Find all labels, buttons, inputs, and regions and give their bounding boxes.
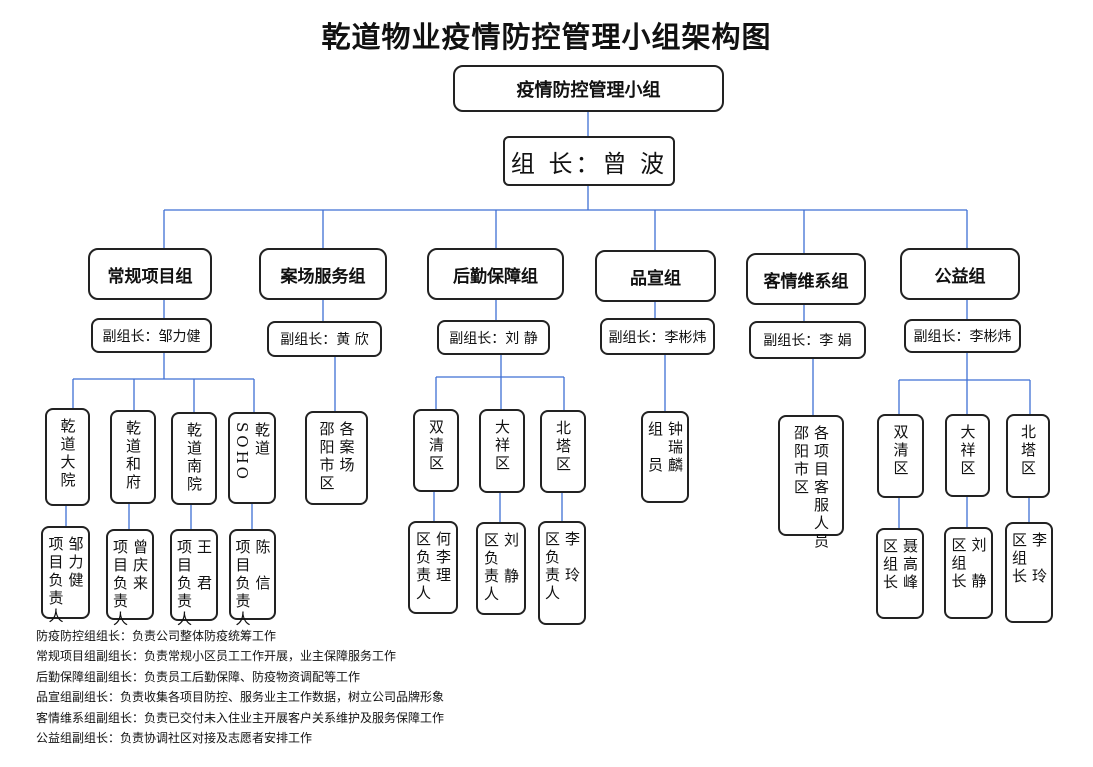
unit-name: 双清区 (427, 419, 445, 473)
unit-name: 乾道和府 (124, 420, 142, 492)
person-text: 何李理 区负责人 (414, 531, 452, 603)
deputy-sales-service: 副组长：黄 欣 (267, 321, 382, 357)
person-chen-xin: 陈 信 项目负责人 (229, 529, 276, 629)
person-zeng-qinglai: 曾庆来 项目负责人 (106, 529, 154, 629)
group-logistics: 后勤保障组 (427, 248, 564, 300)
unit-name: 乾道南院 (185, 422, 203, 494)
unit-name: 大祥区 (493, 419, 511, 473)
group-public-welfare: 公益组 (900, 248, 1020, 300)
unit-name: 双清区 (891, 424, 910, 478)
group-customer-relations: 客情维系组 (746, 253, 866, 305)
duty-line: 客情维系组副组长：负责已交付未入住业主开展客户关系维护及服务保障工作 (36, 710, 445, 725)
duty-line: 品宣组副组长：负责收集各项目防控、服务业主工作数据，树立公司品牌形象 (36, 690, 445, 705)
person-text: 李 玲 区组长 (1010, 532, 1048, 586)
branding-member: 钟瑞麟 组 员 (641, 411, 689, 503)
group-sales-service: 案场服务组 (259, 248, 387, 300)
unit-qiandao-dayuan: 乾道大院 (45, 408, 90, 506)
unit-shuangqing-welfare: 双清区 (877, 414, 924, 498)
customer-service-staff: 各项目客服人员 邵阳市区 (778, 415, 844, 551)
person-text: 各项目客服人员 邵阳市区 (792, 425, 830, 551)
person-text: 各案场 邵阳市区 (317, 421, 356, 493)
unit-name: 大祥区 (958, 424, 977, 478)
person-nie-gaofeng: 聂高峰 区组长 (876, 528, 924, 619)
duty-line: 公益组副组长：负责协调社区对接及志愿者安排工作 (36, 731, 313, 746)
person-text: 邹力健 项目负责人 (46, 536, 85, 626)
duty-descriptions: 防疫防控组组长：负责公司整体防疫统筹工作 常规项目组副组长：负责常规小区员工工作… (36, 626, 444, 748)
page-title: 乾道物业疫情防控管理小组架构图 (321, 20, 772, 54)
unit-name: 北塔区 (1019, 424, 1037, 478)
unit-name: 乾道SOHO (233, 422, 271, 482)
group-branding: 品宣组 (595, 250, 716, 302)
unit-name: 乾道大院 (58, 418, 77, 490)
person-he-lili: 何李理 区负责人 (408, 521, 458, 614)
person-li-ling-welfare: 李 玲 区组长 (1005, 522, 1053, 623)
deputy-public-welfare: 副组长：李彬炜 (904, 319, 1021, 353)
person-text: 聂高峰 区组长 (881, 538, 919, 592)
person-text: 钟瑞麟 组 员 (646, 421, 684, 475)
person-text: 刘 静 区负责人 (482, 532, 520, 604)
unit-shuangqing-logistics: 双清区 (413, 409, 459, 492)
deputy-branding: 副组长：李彬炜 (600, 318, 715, 355)
deputy-routine: 副组长：邹力健 (91, 318, 212, 353)
leader-box: 组 长：曾 波 (503, 136, 675, 186)
person-text: 王 君 项目负责人 (175, 539, 213, 629)
person-liu-jing-welfare: 刘 静 区组长 (944, 527, 993, 619)
person-text: 李 玲 区负责人 (543, 531, 581, 603)
person-zou-lijian: 邹力健 项目负责人 (41, 526, 90, 626)
sales-service-staff: 各案场 邵阳市区 (305, 411, 368, 505)
duty-line: 后勤保障组副组长：负责员工后勤保障、防疫物资调配等工作 (36, 669, 361, 684)
duty-line: 常规项目组副组长：负责常规小区员工工作开展，业主保障服务工作 (36, 649, 397, 664)
deputy-customer-relations: 副组长：李 娟 (749, 321, 866, 359)
unit-daxiang-logistics: 大祥区 (479, 409, 525, 493)
unit-daxiang-welfare: 大祥区 (945, 414, 990, 497)
person-li-ling-logistics: 李 玲 区负责人 (538, 521, 586, 625)
person-text: 曾庆来 项目负责人 (111, 539, 149, 629)
unit-beita-logistics: 北塔区 (540, 410, 586, 493)
deputy-logistics: 副组长：刘 静 (437, 320, 550, 355)
person-wang-jun: 王 君 项目负责人 (170, 529, 218, 629)
person-text: 刘 静 区组长 (949, 537, 988, 591)
unit-qiandao-hefu: 乾道和府 (110, 410, 156, 504)
unit-beita-welfare: 北塔区 (1006, 414, 1050, 498)
unit-qiandao-nanyuan: 乾道南院 (171, 412, 217, 505)
unit-name: 北塔区 (554, 420, 572, 474)
group-routine: 常规项目组 (88, 248, 212, 300)
committee-box: 疫情防控管理小组 (453, 65, 724, 112)
unit-qiandao-soho: 乾道SOHO (228, 412, 276, 504)
duty-line: 防疫防控组组长：负责公司整体防疫统筹工作 (36, 629, 277, 643)
person-liu-jing-logistics: 刘 静 区负责人 (476, 522, 526, 615)
person-text: 陈 信 项目负责人 (233, 539, 272, 629)
